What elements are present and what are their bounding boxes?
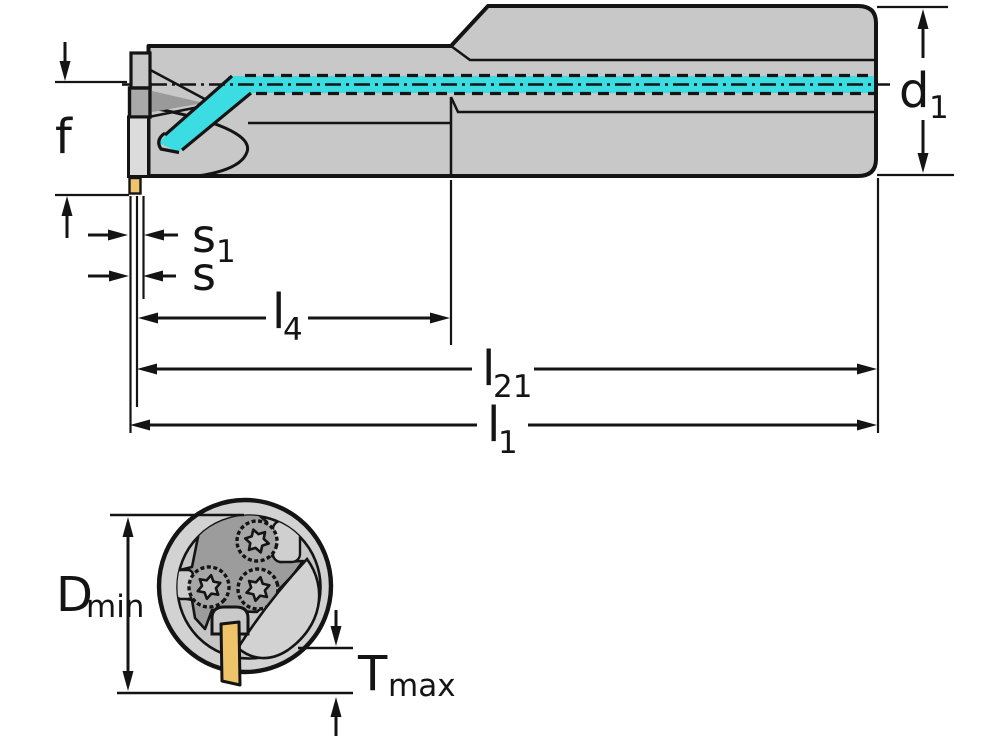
label-dmin-sub: min <box>86 589 144 625</box>
label-l1: l <box>487 397 500 453</box>
head-front-step <box>129 51 152 90</box>
coolant-nozzle-outline <box>157 131 180 155</box>
screw-icon <box>235 519 279 563</box>
label-tmax: T <box>357 646 388 702</box>
clamp-block <box>127 86 152 119</box>
label-l4: l <box>272 284 285 340</box>
extension-lines <box>55 5 954 433</box>
coolant-channel <box>157 73 874 155</box>
label-tmax-sub: max <box>388 668 456 704</box>
screws <box>187 519 280 611</box>
label-l21: l <box>482 341 495 397</box>
label-s1-sub: 1 <box>216 234 236 270</box>
dimension-s1 <box>88 229 178 241</box>
coolant-jet <box>159 76 251 152</box>
clearance-lens <box>236 556 321 660</box>
label-l1-sub: 1 <box>498 425 518 461</box>
label-s: s <box>192 247 216 301</box>
label-s1: s <box>192 209 216 263</box>
screw-icon <box>187 565 231 609</box>
dimension-s <box>88 270 176 282</box>
end-view: D min T max <box>56 497 456 736</box>
dimension-d1 <box>917 9 929 173</box>
label-l4-sub: 4 <box>283 312 303 348</box>
insert-end-view <box>219 620 242 687</box>
label-f: f <box>55 109 73 165</box>
dimension-l1 <box>130 419 877 431</box>
label-dmin: D <box>56 567 93 623</box>
dimension-l4 <box>138 312 450 324</box>
dimension-l21 <box>137 363 877 375</box>
label-d1-sub: 1 <box>929 90 949 126</box>
dimension-dmin <box>110 513 353 695</box>
label-l21-sub: 21 <box>493 369 532 405</box>
dimension-tmax <box>298 610 353 736</box>
blade-front <box>127 115 150 178</box>
shank-outer-outline <box>156 497 334 675</box>
dimension-f <box>59 42 73 238</box>
insert-side-view <box>128 176 142 195</box>
side-view: f s 1 s l 4 <box>55 4 954 461</box>
label-d1: d <box>899 63 929 119</box>
insert-pocket-shadow <box>152 91 204 112</box>
screw-icon <box>236 567 280 611</box>
